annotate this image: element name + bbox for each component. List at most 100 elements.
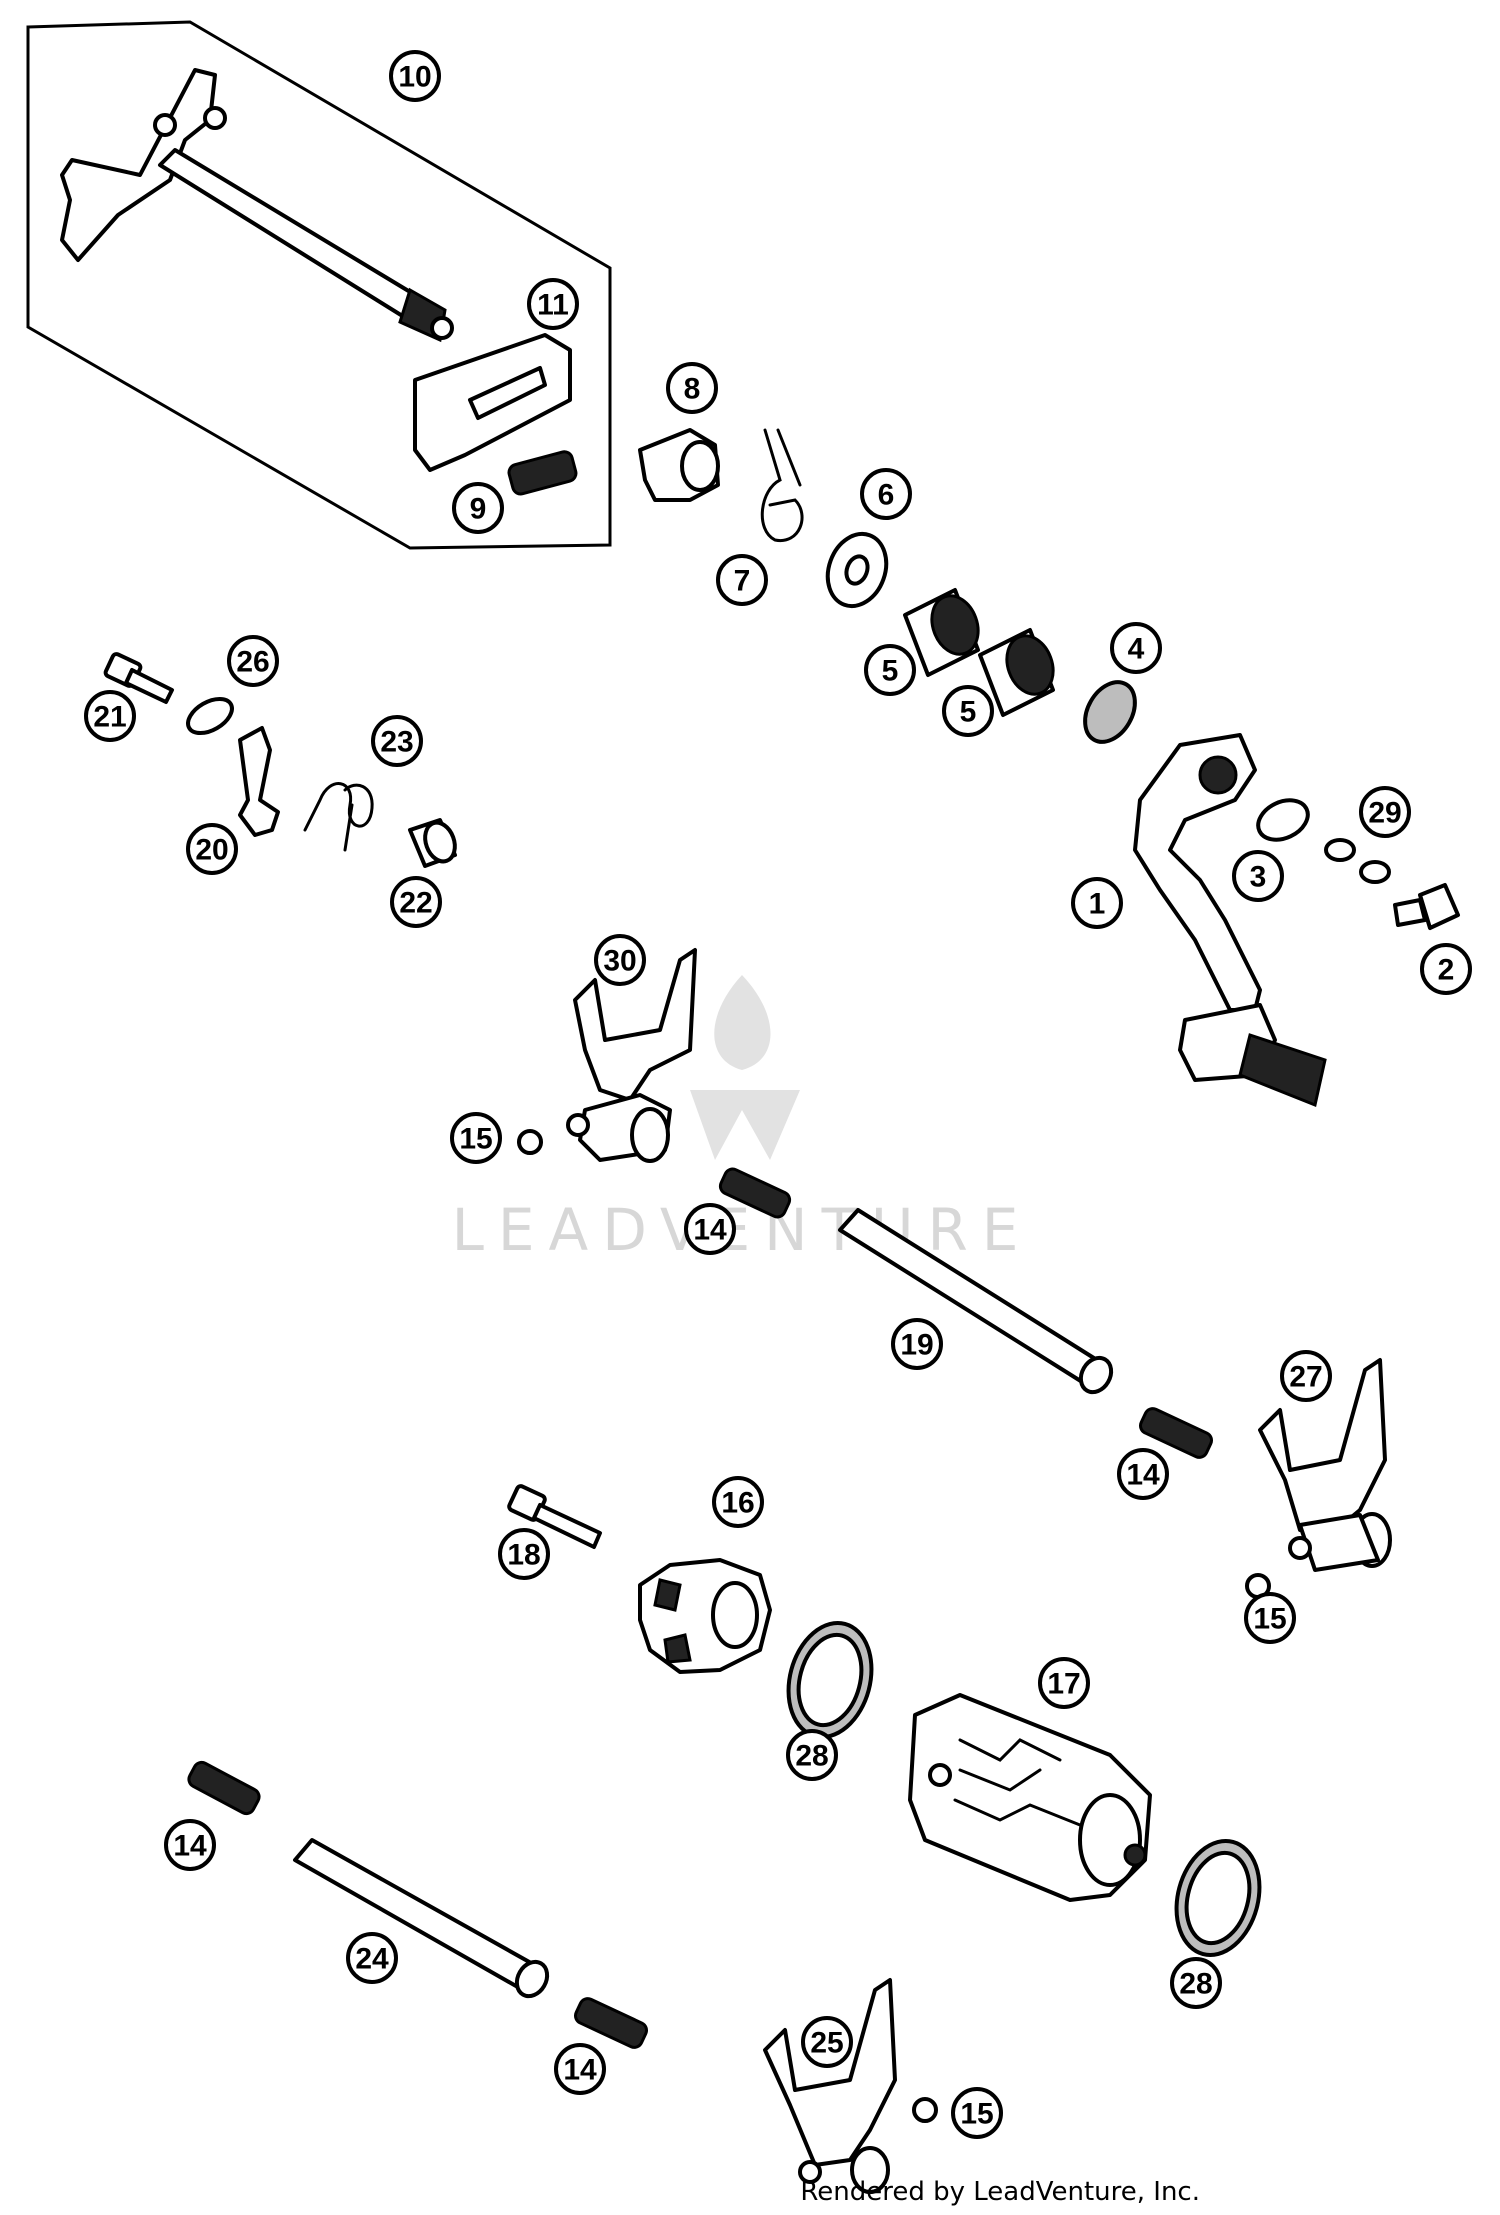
callout-9: 9 bbox=[452, 482, 504, 534]
callout-14c: 14 bbox=[164, 1819, 216, 1871]
callout-10: 10 bbox=[389, 50, 441, 102]
callout-number: 29 bbox=[1368, 797, 1401, 830]
part-21-bolt bbox=[103, 652, 174, 704]
callout-circle bbox=[452, 482, 504, 534]
callout-15a: 15 bbox=[450, 1112, 502, 1164]
callout-26: 26 bbox=[227, 635, 279, 687]
callout-circle bbox=[666, 362, 718, 414]
part-8-ratchet bbox=[638, 428, 720, 502]
callout-1: 1 bbox=[1071, 877, 1123, 929]
callout-number: 11 bbox=[537, 289, 569, 322]
callout-circle bbox=[1420, 943, 1472, 995]
callout-14d: 14 bbox=[554, 2043, 606, 2095]
part-23-spring bbox=[303, 782, 374, 852]
callout-number: 28 bbox=[1179, 1968, 1212, 2001]
callout-4: 4 bbox=[1110, 622, 1162, 674]
callout-circle bbox=[389, 50, 441, 102]
callout-circle bbox=[371, 715, 423, 767]
callout-circle bbox=[1117, 1448, 1169, 1500]
callout-circle bbox=[684, 1203, 736, 1255]
part-4-ring bbox=[1083, 680, 1137, 744]
part-3-washer bbox=[1256, 798, 1310, 842]
callout-circle bbox=[164, 1819, 216, 1871]
callout-number: 15 bbox=[459, 1123, 492, 1156]
callout-17: 17 bbox=[1038, 1657, 1090, 1709]
watermark-v-icon bbox=[690, 1090, 800, 1160]
callout-number: 25 bbox=[810, 2027, 843, 2060]
callout-number: 5 bbox=[882, 655, 899, 688]
part-11-plate bbox=[413, 333, 572, 472]
callout-number: 22 bbox=[399, 887, 432, 920]
callout-circle bbox=[1359, 786, 1411, 838]
callout-circle bbox=[864, 644, 916, 696]
part-15-ball-a bbox=[517, 1129, 543, 1155]
callout-18: 18 bbox=[498, 1528, 550, 1580]
callout-number: 14 bbox=[563, 2054, 597, 2087]
callout-number: 7 bbox=[734, 565, 751, 598]
callout-7: 7 bbox=[716, 554, 768, 606]
part-20-lever bbox=[238, 726, 280, 837]
callout-28a: 28 bbox=[786, 1729, 838, 1781]
callout-circle bbox=[712, 1476, 764, 1528]
callout-number: 4 bbox=[1128, 633, 1145, 666]
callout-number: 8 bbox=[684, 373, 701, 406]
callout-circle bbox=[390, 876, 442, 928]
callout-20: 20 bbox=[186, 823, 238, 875]
callout-2: 2 bbox=[1420, 943, 1472, 995]
callout-number: 23 bbox=[380, 726, 413, 759]
callout-number: 17 bbox=[1047, 1668, 1080, 1701]
callout-circle bbox=[498, 1528, 550, 1580]
callout-circle bbox=[801, 2016, 853, 2068]
callout-24: 24 bbox=[346, 1932, 398, 1984]
part-14-spring-b bbox=[1139, 1407, 1213, 1459]
callout-circle bbox=[1170, 1957, 1222, 2009]
callout-number: 5 bbox=[960, 696, 977, 729]
callout-circle bbox=[450, 1112, 502, 1164]
callout-number: 15 bbox=[960, 2098, 993, 2131]
part-15-ball-c bbox=[912, 2097, 938, 2123]
callout-labels: 1011987655421262320222931230151419271416… bbox=[84, 50, 1472, 2139]
part-16-shift-star bbox=[638, 1558, 772, 1674]
callout-circle bbox=[227, 635, 279, 687]
callout-number: 14 bbox=[1126, 1459, 1160, 1492]
part-29-rings bbox=[1324, 838, 1391, 884]
callout-15b: 15 bbox=[1244, 1592, 1296, 1644]
callout-number: 30 bbox=[603, 945, 636, 978]
part-14-spring-a bbox=[718, 1167, 792, 1219]
callout-number: 19 bbox=[900, 1329, 933, 1362]
callout-circle bbox=[786, 1729, 838, 1781]
part-14-spring-d bbox=[574, 1997, 648, 2049]
callout-28b: 28 bbox=[1170, 1957, 1222, 2009]
callout-number: 9 bbox=[470, 493, 487, 526]
callout-circle bbox=[527, 278, 579, 330]
callout-circle bbox=[594, 934, 646, 986]
callout-circle bbox=[554, 2043, 606, 2095]
callout-number: 6 bbox=[878, 479, 895, 512]
callout-5b: 5 bbox=[942, 685, 994, 737]
callout-circle bbox=[1038, 1657, 1090, 1709]
callout-27: 27 bbox=[1280, 1350, 1332, 1402]
callout-6: 6 bbox=[860, 468, 912, 520]
callout-number: 26 bbox=[236, 646, 269, 679]
callout-11: 11 bbox=[527, 278, 579, 330]
callout-19: 19 bbox=[891, 1318, 943, 1370]
callout-8: 8 bbox=[666, 362, 718, 414]
callout-circle bbox=[1244, 1592, 1296, 1644]
part-5-bushing-a bbox=[903, 588, 980, 677]
callout-number: 14 bbox=[173, 1830, 207, 1863]
callout-circle bbox=[716, 554, 768, 606]
render-credit: Rendered by LeadVenture, Inc. bbox=[800, 2177, 1200, 2207]
callout-circle bbox=[860, 468, 912, 520]
part-9-spring bbox=[507, 450, 578, 496]
callout-22: 22 bbox=[390, 876, 442, 928]
watermark-flame-icon bbox=[714, 975, 771, 1070]
callout-circle bbox=[186, 823, 238, 875]
callout-circle bbox=[942, 685, 994, 737]
part-2-bolt bbox=[1393, 883, 1460, 930]
callout-number: 18 bbox=[507, 1539, 540, 1572]
watermark-text: LEADVENTURE bbox=[452, 1196, 1033, 1264]
part-22-roller bbox=[408, 818, 457, 868]
part-1-shift-lever bbox=[1133, 733, 1327, 1108]
callout-21: 21 bbox=[84, 690, 136, 742]
part-6-washer bbox=[825, 531, 889, 609]
